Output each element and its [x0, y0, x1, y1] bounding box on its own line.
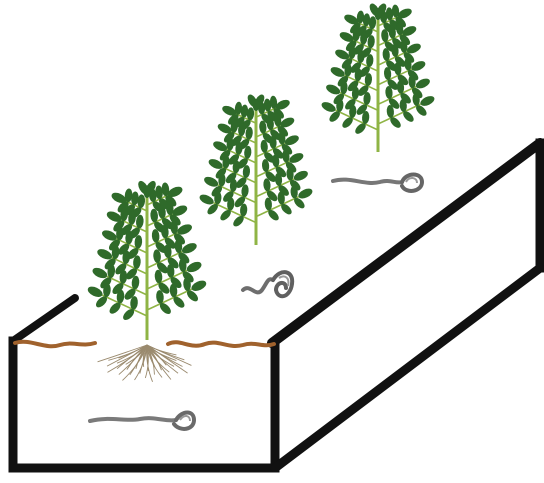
box-top-right-rim — [272, 143, 540, 343]
tomato-plant-front — [86, 179, 208, 340]
worm-middle — [243, 272, 292, 296]
crown-leaf — [144, 185, 151, 198]
crown-leaf — [253, 99, 260, 111]
plant-roots — [98, 345, 192, 382]
box-bottom-right-edge — [275, 268, 540, 468]
leaf-branch — [256, 197, 299, 217]
tomato-plant-middle — [198, 93, 314, 245]
leaf-branch — [147, 289, 192, 310]
leaf-branch — [213, 203, 256, 223]
box-top-left-rim — [13, 298, 75, 341]
tomato-plant-back — [320, 2, 436, 152]
crown-leaf — [375, 8, 382, 20]
leaf-branch — [102, 295, 147, 316]
worm-front — [90, 413, 194, 429]
worm-back — [333, 175, 422, 191]
